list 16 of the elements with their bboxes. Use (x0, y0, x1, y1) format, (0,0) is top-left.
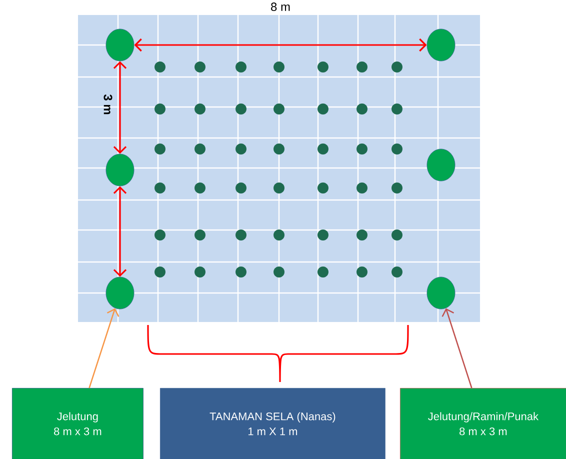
tree-circle (106, 28, 134, 62)
leader-arrow (88, 308, 120, 388)
tree-circle (426, 148, 456, 182)
label-box: TANAMAN SELA (Nanas) 1 m X 1 m (160, 388, 386, 459)
label-box: Jelutung/Ramin/Punak 8 m x 3 m (400, 388, 566, 459)
edge-label: 3 m (104, 94, 112, 114)
tree-circle (426, 28, 456, 62)
spacing-arrow (113, 186, 127, 277)
spacing-arrow (113, 61, 127, 154)
leader-arrow (442, 308, 472, 388)
tree-circle (106, 276, 134, 310)
label-box: Jelutung 8 m x 3 m (12, 388, 144, 459)
tree-circle (426, 276, 456, 310)
edge-label: 8 m (271, 2, 290, 12)
spacing-arrow (134, 38, 427, 52)
tree-circle (106, 154, 134, 186)
